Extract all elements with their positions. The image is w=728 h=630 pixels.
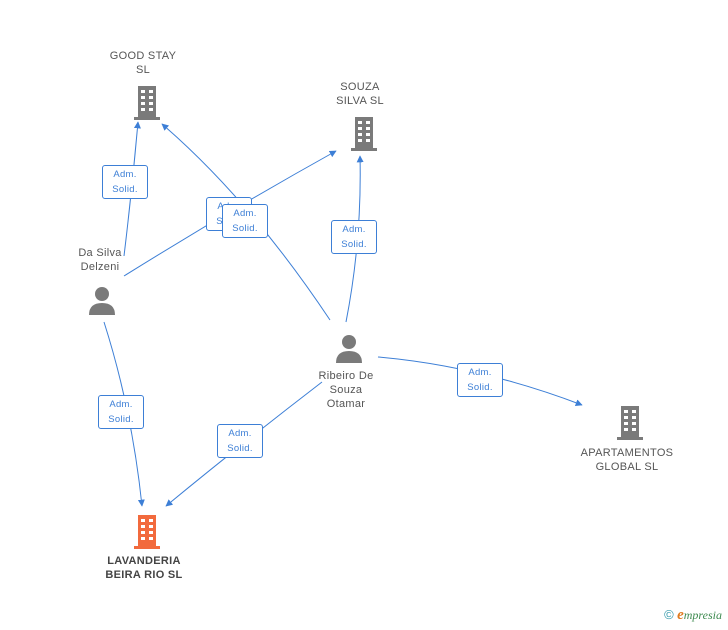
node-label-line: SOUZA [340,81,380,93]
node-label-line: SILVA SL [336,95,384,107]
node-label-line: Delzeni [80,261,120,273]
node-label-ribeiro[interactable]: Ribeiro De Souza Otamar [296,369,396,411]
building-icon [351,117,377,151]
person-icon [89,287,115,315]
node-label-line: Da Silva [78,247,122,259]
node-label-line: BEIRA RIO SL [105,569,183,581]
node-label-apartamentos[interactable]: APARTAMENTOS GLOBAL SL [572,446,682,474]
person-icon [336,335,362,363]
node-label-line: Otamar [326,398,366,410]
node-label-lavanderia[interactable]: LAVANDERIA BEIRA RIO SL [88,554,200,582]
node-label-line: LAVANDERIA [107,555,181,567]
edge-label: Adm.Solid. [331,220,377,254]
node-label-line: Souza [329,384,363,396]
brand-logo: empresia [677,607,722,623]
edge-label: Adm.Solid. [98,395,144,429]
edge-label: Adm.Solid. [222,204,268,238]
node-label-da-silva[interactable]: Da Silva Delzeni [50,246,150,274]
node-label-line: APARTAMENTOS [580,447,674,459]
copyright-symbol: © [664,607,674,622]
building-icon [134,86,160,120]
node-label-line: Ribeiro De [318,370,374,382]
node-label-line: GLOBAL SL [595,461,659,473]
node-label-line: SL [135,64,151,76]
node-label-good-stay[interactable]: GOOD STAY SL [93,49,193,77]
edge-label: Adm.Solid. [457,363,503,397]
building-icon [617,406,643,440]
node-label-souza-silva[interactable]: SOUZA SILVA SL [310,80,410,108]
node-label-line: GOOD STAY [109,50,177,62]
edge-label: Adm.Solid. [102,165,148,199]
brand-footer: © empresia [664,607,722,624]
building-icon-highlighted [134,515,160,549]
edge-label: Adm.Solid. [217,424,263,458]
